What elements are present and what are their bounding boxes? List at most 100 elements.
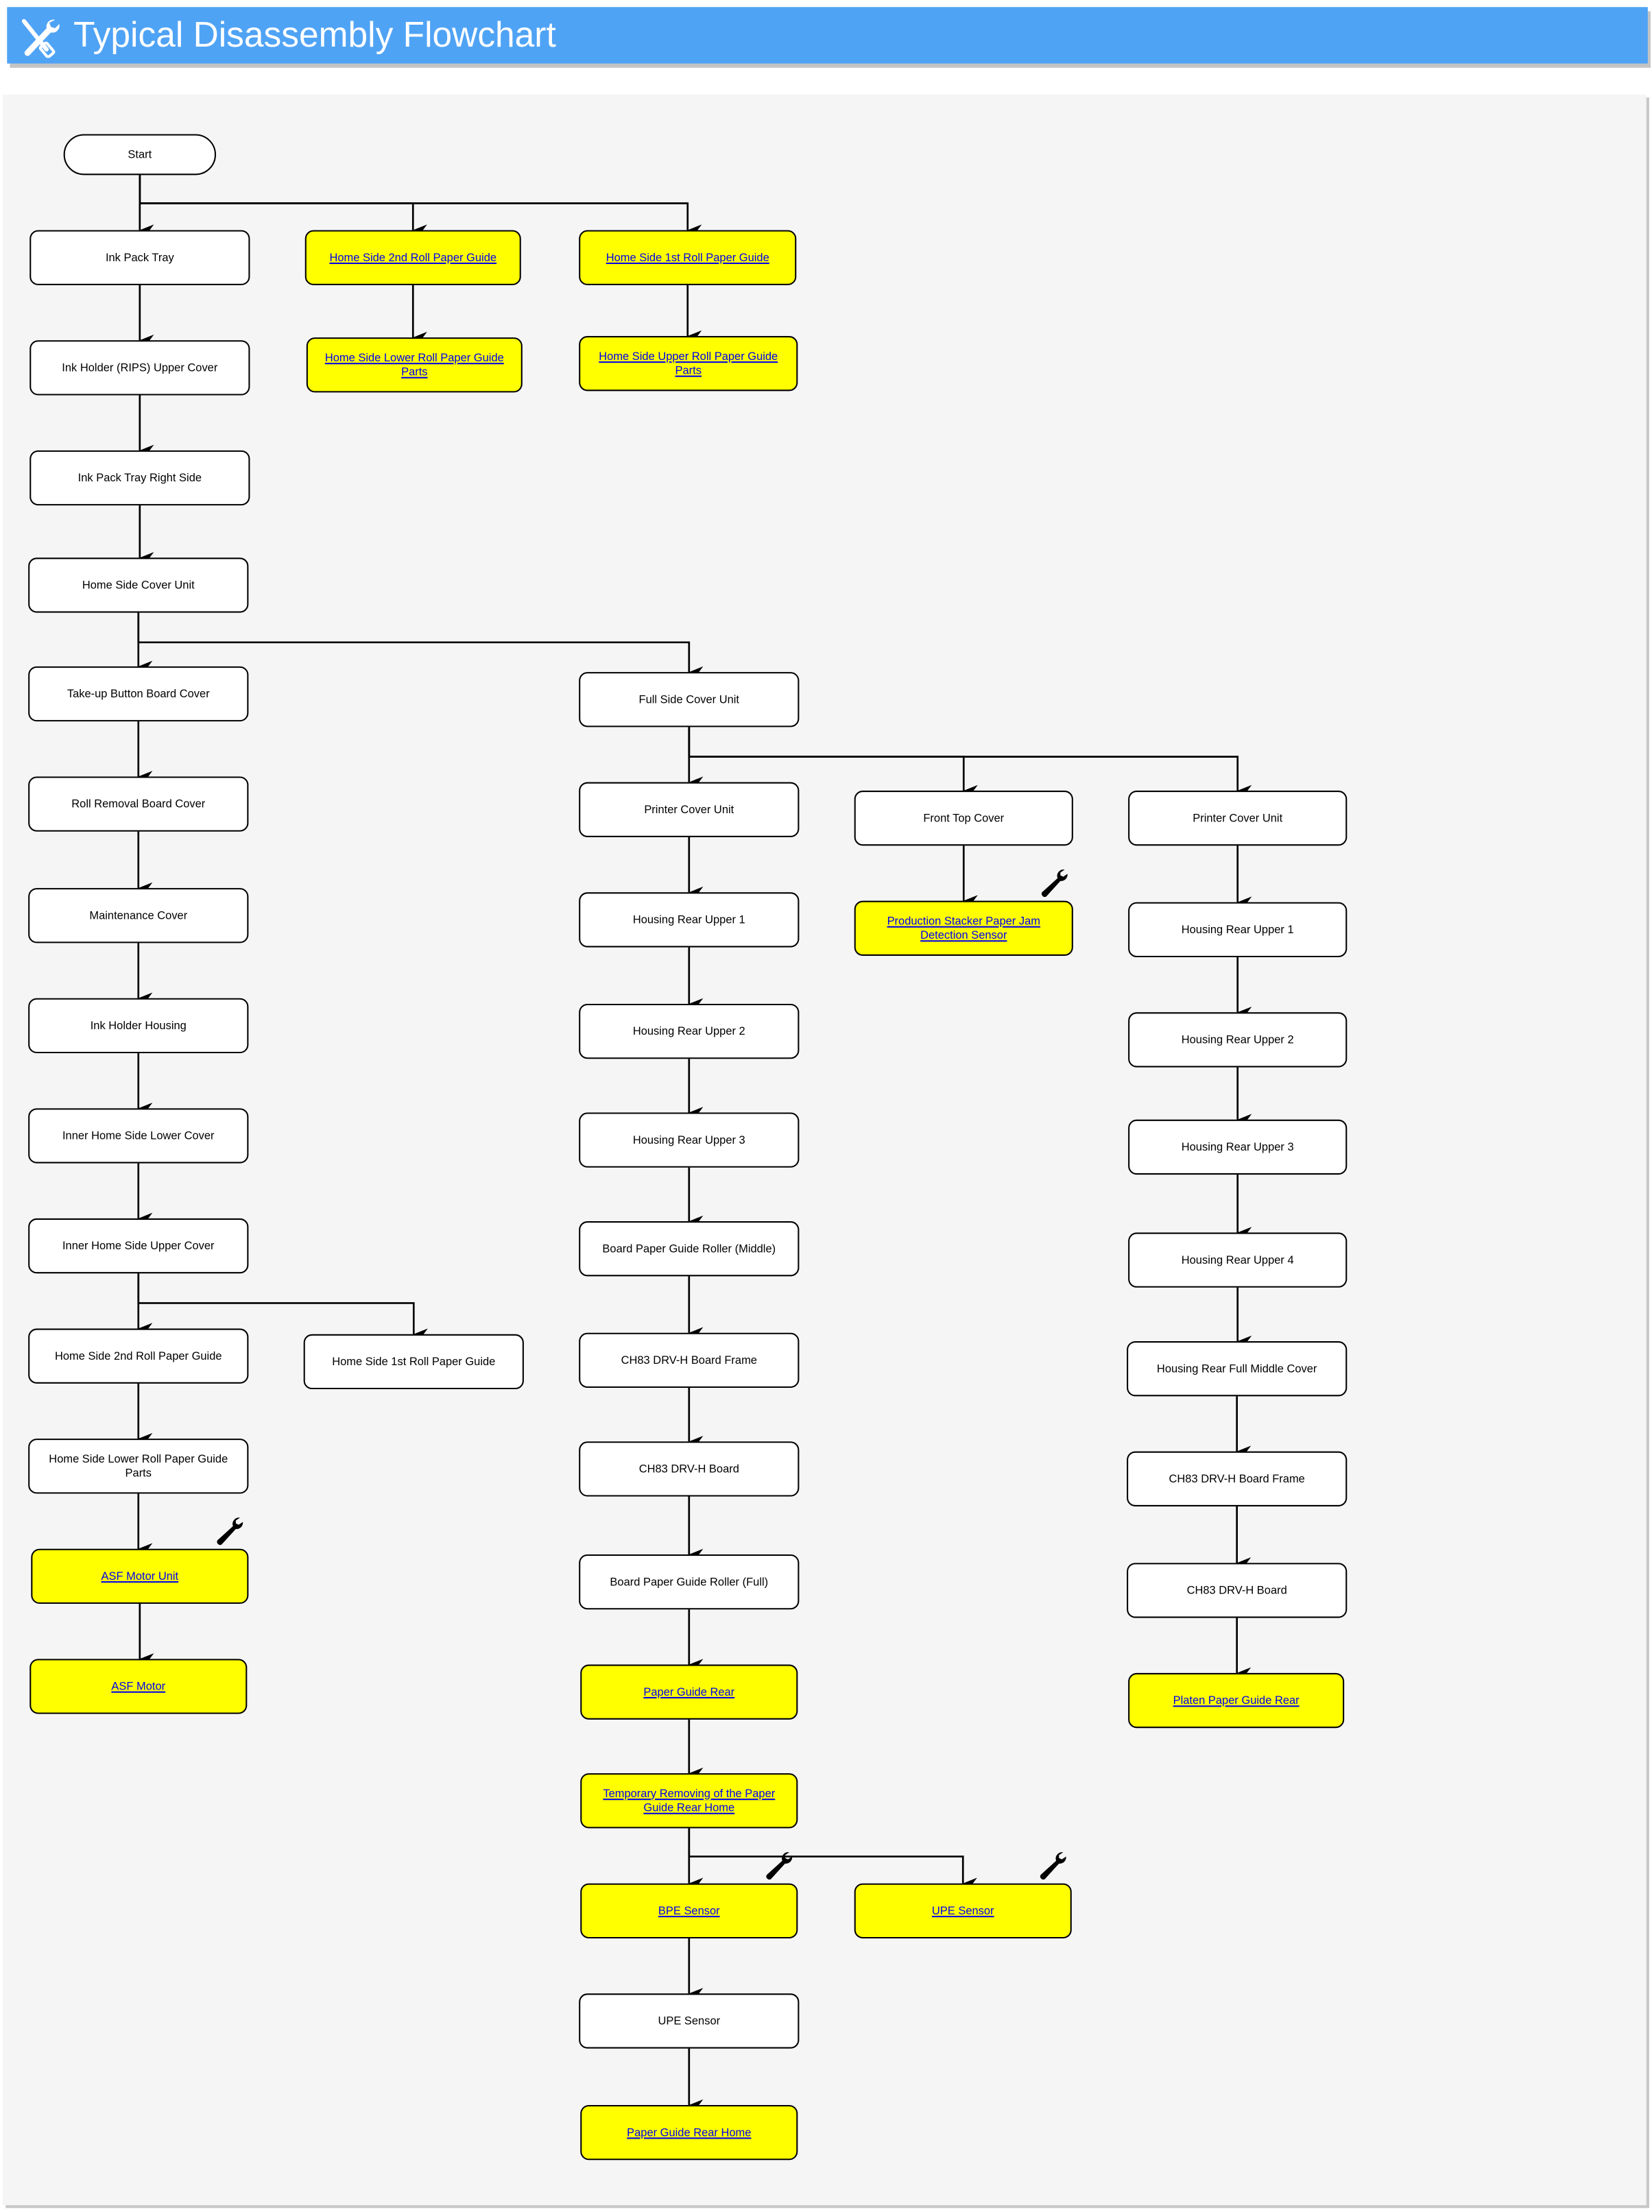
- header-bar: Typical Disassembly Flowchart: [7, 7, 1648, 64]
- flowchart-link-node[interactable]: Paper Guide Rear Home: [580, 2104, 798, 2161]
- tools-icon: [21, 19, 60, 58]
- flowchart-step-node: CH83 DRV-H Board Frame: [579, 1332, 800, 1388]
- node-label: Housing Rear Upper 2: [1181, 1033, 1294, 1046]
- flowchart-link-node[interactable]: Home Side 2nd Roll Paper Guide: [304, 230, 521, 285]
- flowchart-step-node: Take-up Button Board Cover: [28, 666, 249, 722]
- node-label: Home Side 1st Roll Paper Guide: [332, 1354, 496, 1368]
- flowchart-step-node: Housing Rear Upper 1: [1128, 902, 1348, 958]
- node-link-text[interactable]: Home Side Lower Roll Paper Guide Parts: [324, 350, 504, 378]
- flowchart-step-node: Home Side Cover Unit: [28, 557, 249, 613]
- flowchart-step-node: Printer Cover Unit: [579, 782, 800, 837]
- node-label: Housing Rear Upper 1: [632, 913, 745, 926]
- flowchart-step-node: Housing Rear Upper 3: [579, 1112, 800, 1168]
- node-label: Printer Cover Unit: [644, 802, 734, 816]
- node-link-text[interactable]: Paper Guide Rear Home: [627, 2125, 752, 2139]
- wrench-icon: [763, 1851, 793, 1882]
- node-label: CH83 DRV-H Board: [1186, 1583, 1287, 1596]
- flowchart-step-node: Ink Pack Tray Right Side: [29, 450, 250, 506]
- flowchart-link-node[interactable]: Home Side Lower Roll Paper Guide Parts: [306, 337, 523, 393]
- node-label: Home Side 2nd Roll Paper Guide: [54, 1349, 222, 1362]
- flowchart-step-node: Housing Rear Full Middle Cover: [1127, 1341, 1348, 1397]
- flowchart-step-node: Ink Holder (RIPS) Upper Cover: [29, 340, 250, 396]
- node-label: Start: [128, 147, 152, 160]
- node-link-text[interactable]: Platen Paper Guide Rear: [1173, 1693, 1300, 1707]
- flowchart-step-node: Board Paper Guide Roller (Full): [579, 1554, 800, 1610]
- node-label: Housing Rear Full Middle Cover: [1156, 1361, 1317, 1375]
- node-label: Housing Rear Upper 2: [632, 1024, 745, 1037]
- connector-arrow: [139, 175, 702, 236]
- flowchart-link-node[interactable]: Home Side 1st Roll Paper Guide: [579, 230, 797, 285]
- node-label: Maintenance Cover: [89, 908, 188, 922]
- node-link-text[interactable]: Temporary Removing of the Paper Guide Re…: [603, 1786, 776, 1814]
- flowchart-link-node[interactable]: Platen Paper Guide Rear: [1128, 1672, 1345, 1729]
- flowchart-step-node: Housing Rear Upper 2: [579, 1003, 800, 1059]
- flowchart-step-node: CH83 DRV-H Board: [579, 1441, 800, 1497]
- flowchart-step-node: CH83 DRV-H Board Frame: [1127, 1451, 1348, 1506]
- node-link-text[interactable]: ASF Motor: [111, 1679, 166, 1692]
- flowchart-step-node: Roll Removal Board Cover: [28, 776, 249, 832]
- flowchart-step-node: CH83 DRV-H Board: [1127, 1563, 1348, 1618]
- flowchart-step-node: Home Side Lower Roll Paper Guide Parts: [28, 1439, 249, 1494]
- node-label: Ink Pack Tray: [105, 250, 174, 264]
- flowchart-link-node[interactable]: Home Side Upper Roll Paper Guide Parts: [579, 336, 798, 392]
- node-label: Take-up Button Board Cover: [67, 686, 210, 700]
- start-terminal: Start: [63, 134, 217, 176]
- node-label: Housing Rear Upper 4: [1181, 1253, 1294, 1266]
- flowchart-link-node[interactable]: UPE Sensor: [854, 1883, 1072, 1939]
- flowchart-step-node: Housing Rear Upper 3: [1128, 1119, 1348, 1175]
- node-link-text[interactable]: Home Side 2nd Roll Paper Guide: [329, 250, 497, 264]
- node-link-text[interactable]: ASF Motor Unit: [101, 1569, 179, 1583]
- flowchart-step-node: UPE Sensor: [579, 1993, 800, 2049]
- wrench-icon: [1036, 1851, 1067, 1882]
- node-link-text[interactable]: BPE Sensor: [658, 1903, 720, 1917]
- flowchart-step-node: Full Side Cover Unit: [579, 672, 800, 728]
- node-label: Housing Rear Upper 1: [1181, 922, 1294, 936]
- flowchart-link-node[interactable]: Production Stacker Paper Jam Detection S…: [854, 900, 1073, 956]
- node-link-text[interactable]: Home Side Upper Roll Paper Guide Parts: [599, 349, 778, 376]
- node-label: Board Paper Guide Roller (Full): [610, 1574, 769, 1588]
- page-title: Typical Disassembly Flowchart: [73, 15, 556, 56]
- flowchart-step-node: Front Top Cover: [854, 791, 1073, 846]
- node-label: Ink Pack Tray Right Side: [77, 470, 202, 484]
- node-label: Home Side Lower Roll Paper Guide Parts: [49, 1452, 228, 1479]
- flowchart-step-node: Maintenance Cover: [28, 888, 249, 943]
- node-label: Housing Rear Upper 3: [1181, 1140, 1294, 1153]
- flowchart-step-node: Ink Pack Tray: [29, 230, 250, 285]
- flowchart-step-node: Housing Rear Upper 1: [579, 892, 800, 948]
- node-link-text[interactable]: Production Stacker Paper Jam Detection S…: [887, 914, 1040, 941]
- flowchart-step-node: Board Paper Guide Roller (Middle): [579, 1221, 800, 1277]
- wrench-icon: [1038, 868, 1068, 899]
- flowchart-link-node[interactable]: ASF Motor Unit: [31, 1548, 249, 1604]
- flowchart-step-node: Ink Holder Housing: [28, 998, 249, 1054]
- flowchart-step-node: Home Side 1st Roll Paper Guide: [303, 1334, 524, 1390]
- node-label: Ink Holder (RIPS) Upper Cover: [62, 361, 218, 374]
- flowchart-step-node: Housing Rear Upper 4: [1128, 1232, 1348, 1288]
- node-label: Ink Holder Housing: [90, 1018, 187, 1032]
- connector-arrow: [137, 612, 704, 678]
- node-label: Roll Removal Board Cover: [71, 797, 206, 810]
- flowchart-link-node[interactable]: Paper Guide Rear: [580, 1664, 798, 1720]
- node-link-text[interactable]: Home Side 1st Roll Paper Guide: [606, 250, 769, 264]
- flowchart-step-node: Home Side 2nd Roll Paper Guide: [28, 1328, 249, 1384]
- node-label: Board Paper Guide Roller (Middle): [602, 1241, 776, 1255]
- node-label: CH83 DRV-H Board: [638, 1462, 739, 1475]
- node-label: Housing Rear Upper 3: [632, 1133, 745, 1146]
- flowchart-step-node: Inner Home Side Upper Cover: [28, 1218, 249, 1274]
- node-label: Front Top Cover: [923, 810, 1005, 824]
- flowchart-link-node[interactable]: Temporary Removing of the Paper Guide Re…: [580, 1773, 798, 1829]
- node-label: Home Side Cover Unit: [82, 578, 195, 591]
- diagram-canvas: [3, 94, 1647, 2206]
- node-link-text[interactable]: Paper Guide Rear: [643, 1685, 735, 1698]
- node-link-text[interactable]: UPE Sensor: [931, 1903, 994, 1917]
- flowchart-step-node: Housing Rear Upper 2: [1128, 1012, 1348, 1068]
- flowchart-step-node: Inner Home Side Lower Cover: [28, 1108, 249, 1164]
- connector-arrow: [688, 727, 1252, 797]
- node-label: CH83 DRV-H Board Frame: [621, 1353, 757, 1367]
- node-label: UPE Sensor: [658, 2014, 721, 2027]
- flowchart-link-node[interactable]: BPE Sensor: [580, 1883, 798, 1939]
- node-label: Inner Home Side Upper Cover: [62, 1238, 215, 1252]
- flowchart-link-node[interactable]: ASF Motor: [29, 1659, 248, 1714]
- node-label: Full Side Cover Unit: [638, 692, 740, 706]
